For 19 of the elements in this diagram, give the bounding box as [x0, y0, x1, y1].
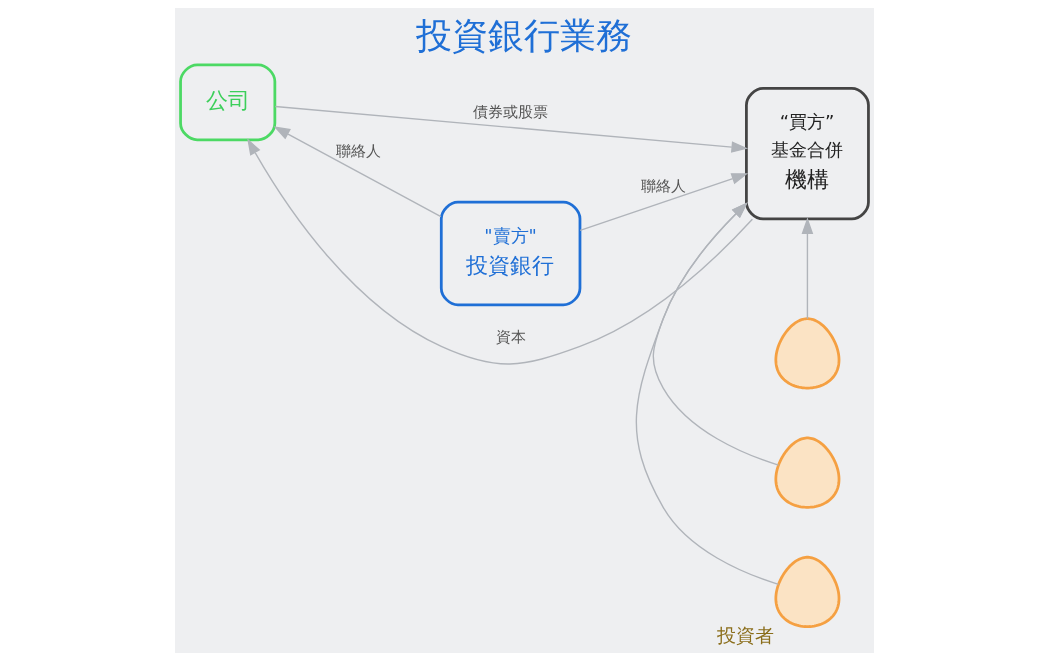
node-box: "賣方" 投資銀行	[439, 200, 582, 307]
edge-label: 資本	[495, 328, 526, 347]
node-person	[774, 317, 841, 390]
arrow	[635, 202, 780, 586]
node-person	[774, 436, 841, 509]
arrow	[247, 138, 754, 365]
node-box: “買方” 基金合併 機構	[745, 87, 870, 221]
node-label: 投資者	[717, 624, 775, 648]
arrow	[274, 105, 749, 153]
edge-label: 聯絡人	[335, 142, 381, 161]
node-person	[774, 555, 841, 628]
edge-label: 債券或股票	[473, 103, 549, 122]
diagram-title: 投資銀行業務	[416, 14, 633, 57]
arrow	[273, 126, 442, 218]
arrow	[801, 217, 814, 320]
edge-label: 聯絡人	[640, 176, 686, 195]
arrow	[579, 173, 749, 232]
node-box: 公司	[179, 63, 277, 142]
arrow	[652, 202, 780, 466]
